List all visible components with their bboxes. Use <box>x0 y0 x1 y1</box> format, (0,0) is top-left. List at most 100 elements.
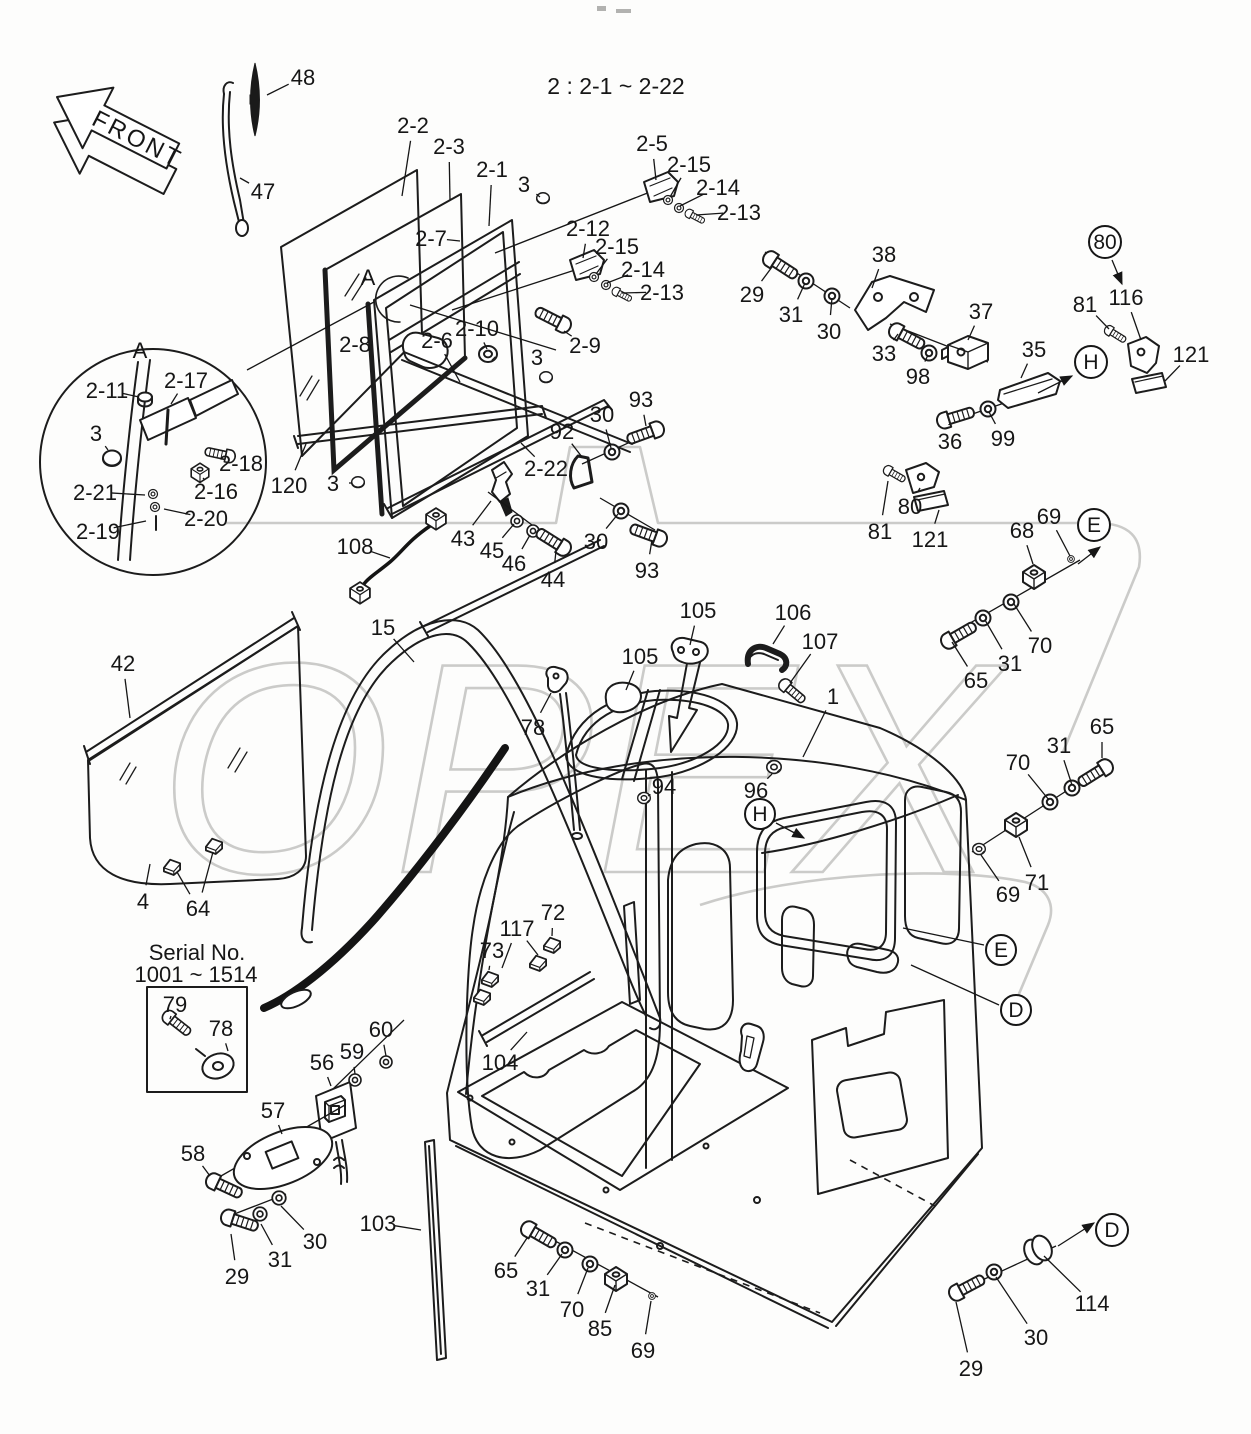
part-callout: 72 <box>541 900 565 925</box>
part-callout: 78 <box>521 715 545 740</box>
callout-leader-line <box>605 429 612 449</box>
door-glass-4 <box>87 625 307 886</box>
detail-marker-circle <box>1000 994 1032 1026</box>
rail-104 <box>478 971 595 1047</box>
callout-leader-line <box>278 1124 283 1135</box>
part-callout: 1 <box>827 684 839 709</box>
detail-marker-letter: E <box>1087 514 1101 537</box>
part-callout: 105 <box>622 644 659 669</box>
part-callout: 2-17 <box>164 368 208 393</box>
part-callout: 2-5 <box>636 131 668 156</box>
bolt-29-icon <box>759 247 802 284</box>
callout-leader-line <box>145 863 151 886</box>
callout-leader-line <box>605 513 619 530</box>
part-callout: 2-7 <box>415 226 447 251</box>
detail-marker-letter: 80 <box>1093 231 1116 254</box>
detail-marker-a-small <box>374 275 557 351</box>
part-callout: 114 <box>1074 1291 1109 1316</box>
detail-marker-circle <box>744 798 776 830</box>
part-callout: 103 <box>360 1211 397 1236</box>
callout-leader-line <box>201 851 214 893</box>
callout-leader-line <box>980 854 1000 882</box>
callout-leader-line <box>1043 1255 1082 1293</box>
detail-marker-circle <box>985 934 1017 966</box>
bolt-string-bottom-center <box>517 1217 659 1300</box>
callout-leader-line <box>871 268 880 289</box>
part-callout: 56 <box>310 1050 334 1075</box>
callout-leader-line <box>689 625 696 646</box>
callout-leader-line <box>669 177 682 198</box>
switch-assembly-56 <box>315 1019 405 1185</box>
detail-marker-letter: D <box>1008 999 1023 1022</box>
callout-leader-line <box>176 871 191 895</box>
clip-72-icon <box>543 936 561 954</box>
part-callout: 81 <box>1073 292 1097 317</box>
marker-leader <box>902 927 985 946</box>
callout-leader-line <box>829 297 833 316</box>
part-callout: 70 <box>1028 633 1052 658</box>
marker-leader <box>910 964 1000 1006</box>
callout-leader-line <box>536 193 541 198</box>
callout-leader-line <box>1027 773 1050 801</box>
part-callout: 3 <box>531 345 543 370</box>
grommet-2-10-icon <box>478 345 498 363</box>
marker-arrow <box>1057 1222 1096 1247</box>
callout-leader-line <box>917 487 921 493</box>
callout-leader-line <box>488 965 491 971</box>
callout-leader-line <box>1164 365 1181 382</box>
part-callout: 93 <box>635 558 659 583</box>
callout-leader-line <box>472 500 492 526</box>
callout-leader-line <box>924 354 929 362</box>
door-opening <box>465 762 661 1159</box>
washer-70-icon <box>581 1255 599 1273</box>
front-window-frame-2-1 <box>365 219 529 519</box>
detail-marker-circle <box>1077 508 1111 542</box>
callout-leader-line <box>995 1276 1028 1325</box>
screw-2-13-icon <box>683 207 707 226</box>
callout-leader-line <box>546 1253 563 1276</box>
mount-37 <box>941 335 989 370</box>
seal-strip-2-8 <box>365 301 385 517</box>
washer-31-icon <box>974 609 992 627</box>
callout-leader-line <box>501 942 512 969</box>
part-callout: 81 <box>868 519 892 544</box>
callout-leader-line <box>802 710 827 758</box>
watermark-word: OPEX <box>158 600 1008 936</box>
callout-leader-line <box>571 443 583 458</box>
callout-leader-line <box>1095 315 1110 330</box>
callout-leader-line <box>280 1205 305 1230</box>
part-callout: 31 <box>1047 733 1071 758</box>
callout-leader-line <box>595 258 608 275</box>
switch-box <box>324 1095 346 1123</box>
callout-leader-line <box>239 177 250 184</box>
callout-leader-line <box>695 212 724 216</box>
part-callout: 69 <box>631 1338 655 1363</box>
screw-69-icon <box>1067 555 1075 563</box>
callout-leader-line <box>225 1043 229 1052</box>
cushion-71-icon <box>1004 812 1028 838</box>
part-callout: 108 <box>337 534 374 559</box>
part-callout: 2-11 <box>86 378 128 403</box>
bolt-44-icon <box>532 523 575 560</box>
page-title: 2 : 2-1 ~ 2-22 <box>547 73 684 99</box>
part-callout: 73 <box>480 938 504 963</box>
weatherstrip-seal <box>260 744 509 1012</box>
part-callout: 69 <box>1037 504 1061 529</box>
door-window <box>667 842 734 1031</box>
rear-quarter-window <box>904 785 962 945</box>
part-callout: 3 <box>518 172 530 197</box>
part-callout: 64 <box>186 896 210 921</box>
front-direction-arrow: FRONT <box>53 86 187 195</box>
interior-clips <box>424 936 595 1361</box>
part-callout: 29 <box>740 282 764 307</box>
part-callout: 38 <box>872 242 896 267</box>
window-handle <box>402 331 449 369</box>
callout-leader-line <box>554 550 557 564</box>
part-callout: 45 <box>480 538 504 563</box>
callout-leader-line <box>582 243 587 259</box>
washer-2-15-icon <box>588 271 600 283</box>
grommet-94-icon <box>637 791 651 805</box>
washer-31-icon <box>797 272 815 290</box>
part-callout: 98 <box>906 364 930 389</box>
part-callout: 80 <box>898 494 922 519</box>
